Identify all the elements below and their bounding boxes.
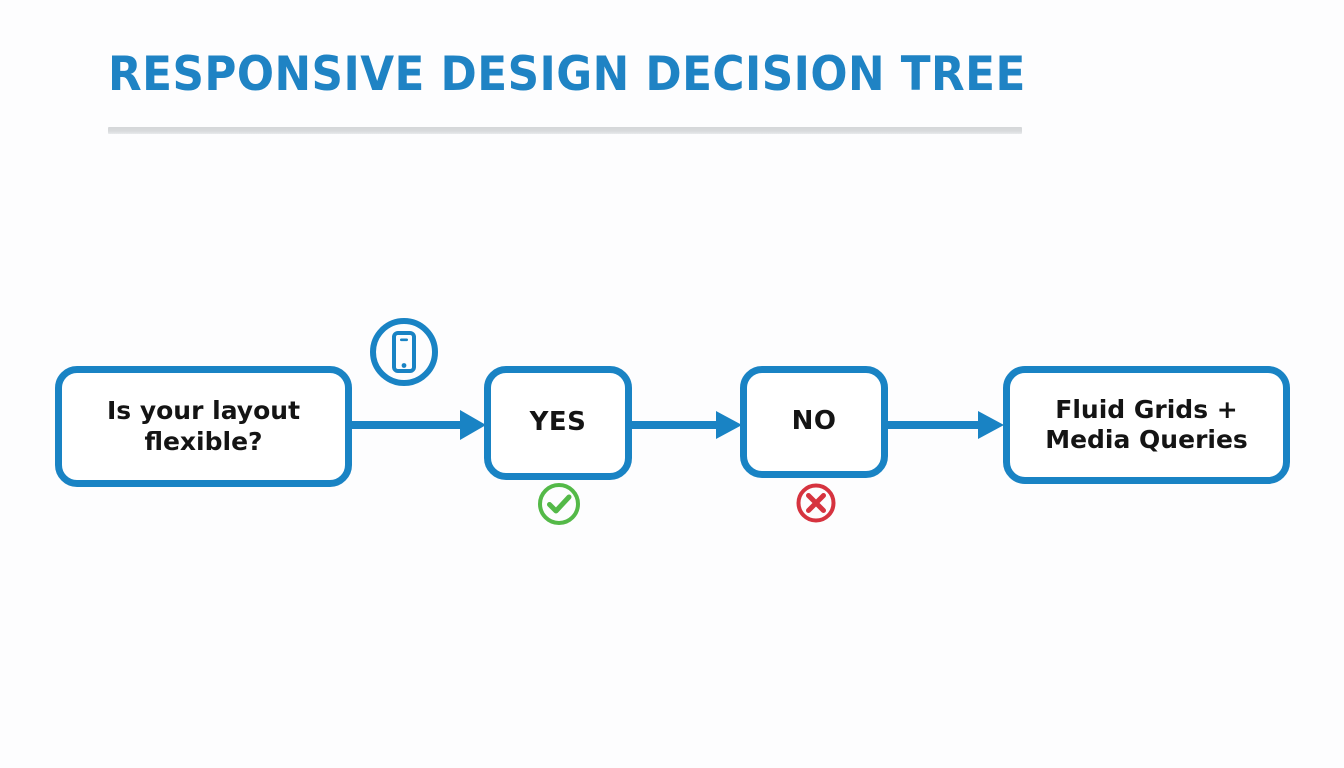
check-circle-icon bbox=[536, 481, 582, 527]
connector-question-to-yes bbox=[352, 405, 492, 445]
mobile-phone-icon bbox=[368, 316, 440, 388]
x-circle-icon bbox=[795, 482, 837, 524]
node-question-label: Is your layout flexible? bbox=[106, 396, 301, 456]
connector-yes-to-no bbox=[632, 405, 748, 445]
title-divider bbox=[108, 127, 1022, 134]
node-no-box[interactable]: NO bbox=[740, 366, 888, 478]
node-no-label: NO bbox=[791, 406, 837, 437]
node-question-box[interactable]: Is your layout flexible? bbox=[55, 366, 352, 487]
node-result-box[interactable]: Fluid Grids + Media Queries bbox=[1003, 366, 1290, 484]
node-yes-box[interactable]: YES bbox=[484, 366, 632, 480]
title-block: RESPONSIVE DESIGN DECISION TREE bbox=[108, 46, 1068, 134]
node-result-label: Fluid Grids + Media Queries bbox=[1045, 394, 1248, 455]
page-title: RESPONSIVE DESIGN DECISION TREE bbox=[108, 47, 1026, 102]
node-yes-label: YES bbox=[529, 407, 587, 438]
connector-no-to-result bbox=[888, 405, 1011, 445]
